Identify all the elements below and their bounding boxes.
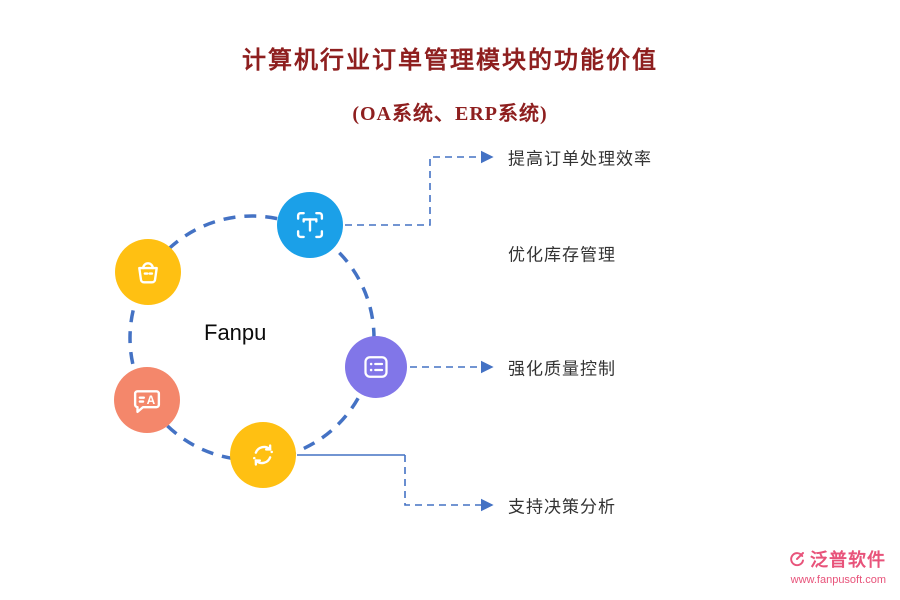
sync-icon bbox=[230, 422, 296, 488]
fanpu-logo: 泛普软件 www.fanpusoft.com bbox=[788, 546, 886, 586]
benefit-label-quality-control: 强化质量控制 bbox=[508, 359, 616, 379]
connector-order-efficiency bbox=[345, 150, 494, 226]
chat-translate-icon: A bbox=[114, 367, 180, 433]
benefit-label-decision-analysis: 支持决策分析 bbox=[508, 497, 616, 517]
fanpu-logo-text: 泛普软件 bbox=[810, 550, 886, 570]
text-scan-icon bbox=[277, 192, 343, 258]
page-subtitle: (OA系统、ERP系统) bbox=[352, 103, 548, 125]
svg-text:A: A bbox=[147, 393, 156, 407]
basket-icon bbox=[115, 239, 181, 305]
fanpu-logo-url: www.fanpusoft.com bbox=[790, 574, 886, 586]
benefit-label-inventory-management: 优化库存管理 bbox=[508, 245, 616, 265]
fanpu-logo-icon bbox=[788, 550, 806, 568]
connector-decision-analysis bbox=[404, 455, 494, 512]
page-title: 计算机行业订单管理模块的功能价值 bbox=[242, 48, 658, 74]
benefit-label-order-efficiency: 提高订单处理效率 bbox=[508, 149, 652, 169]
list-ticket-icon bbox=[345, 336, 407, 398]
center-brand-label: Fanpu bbox=[204, 320, 267, 345]
